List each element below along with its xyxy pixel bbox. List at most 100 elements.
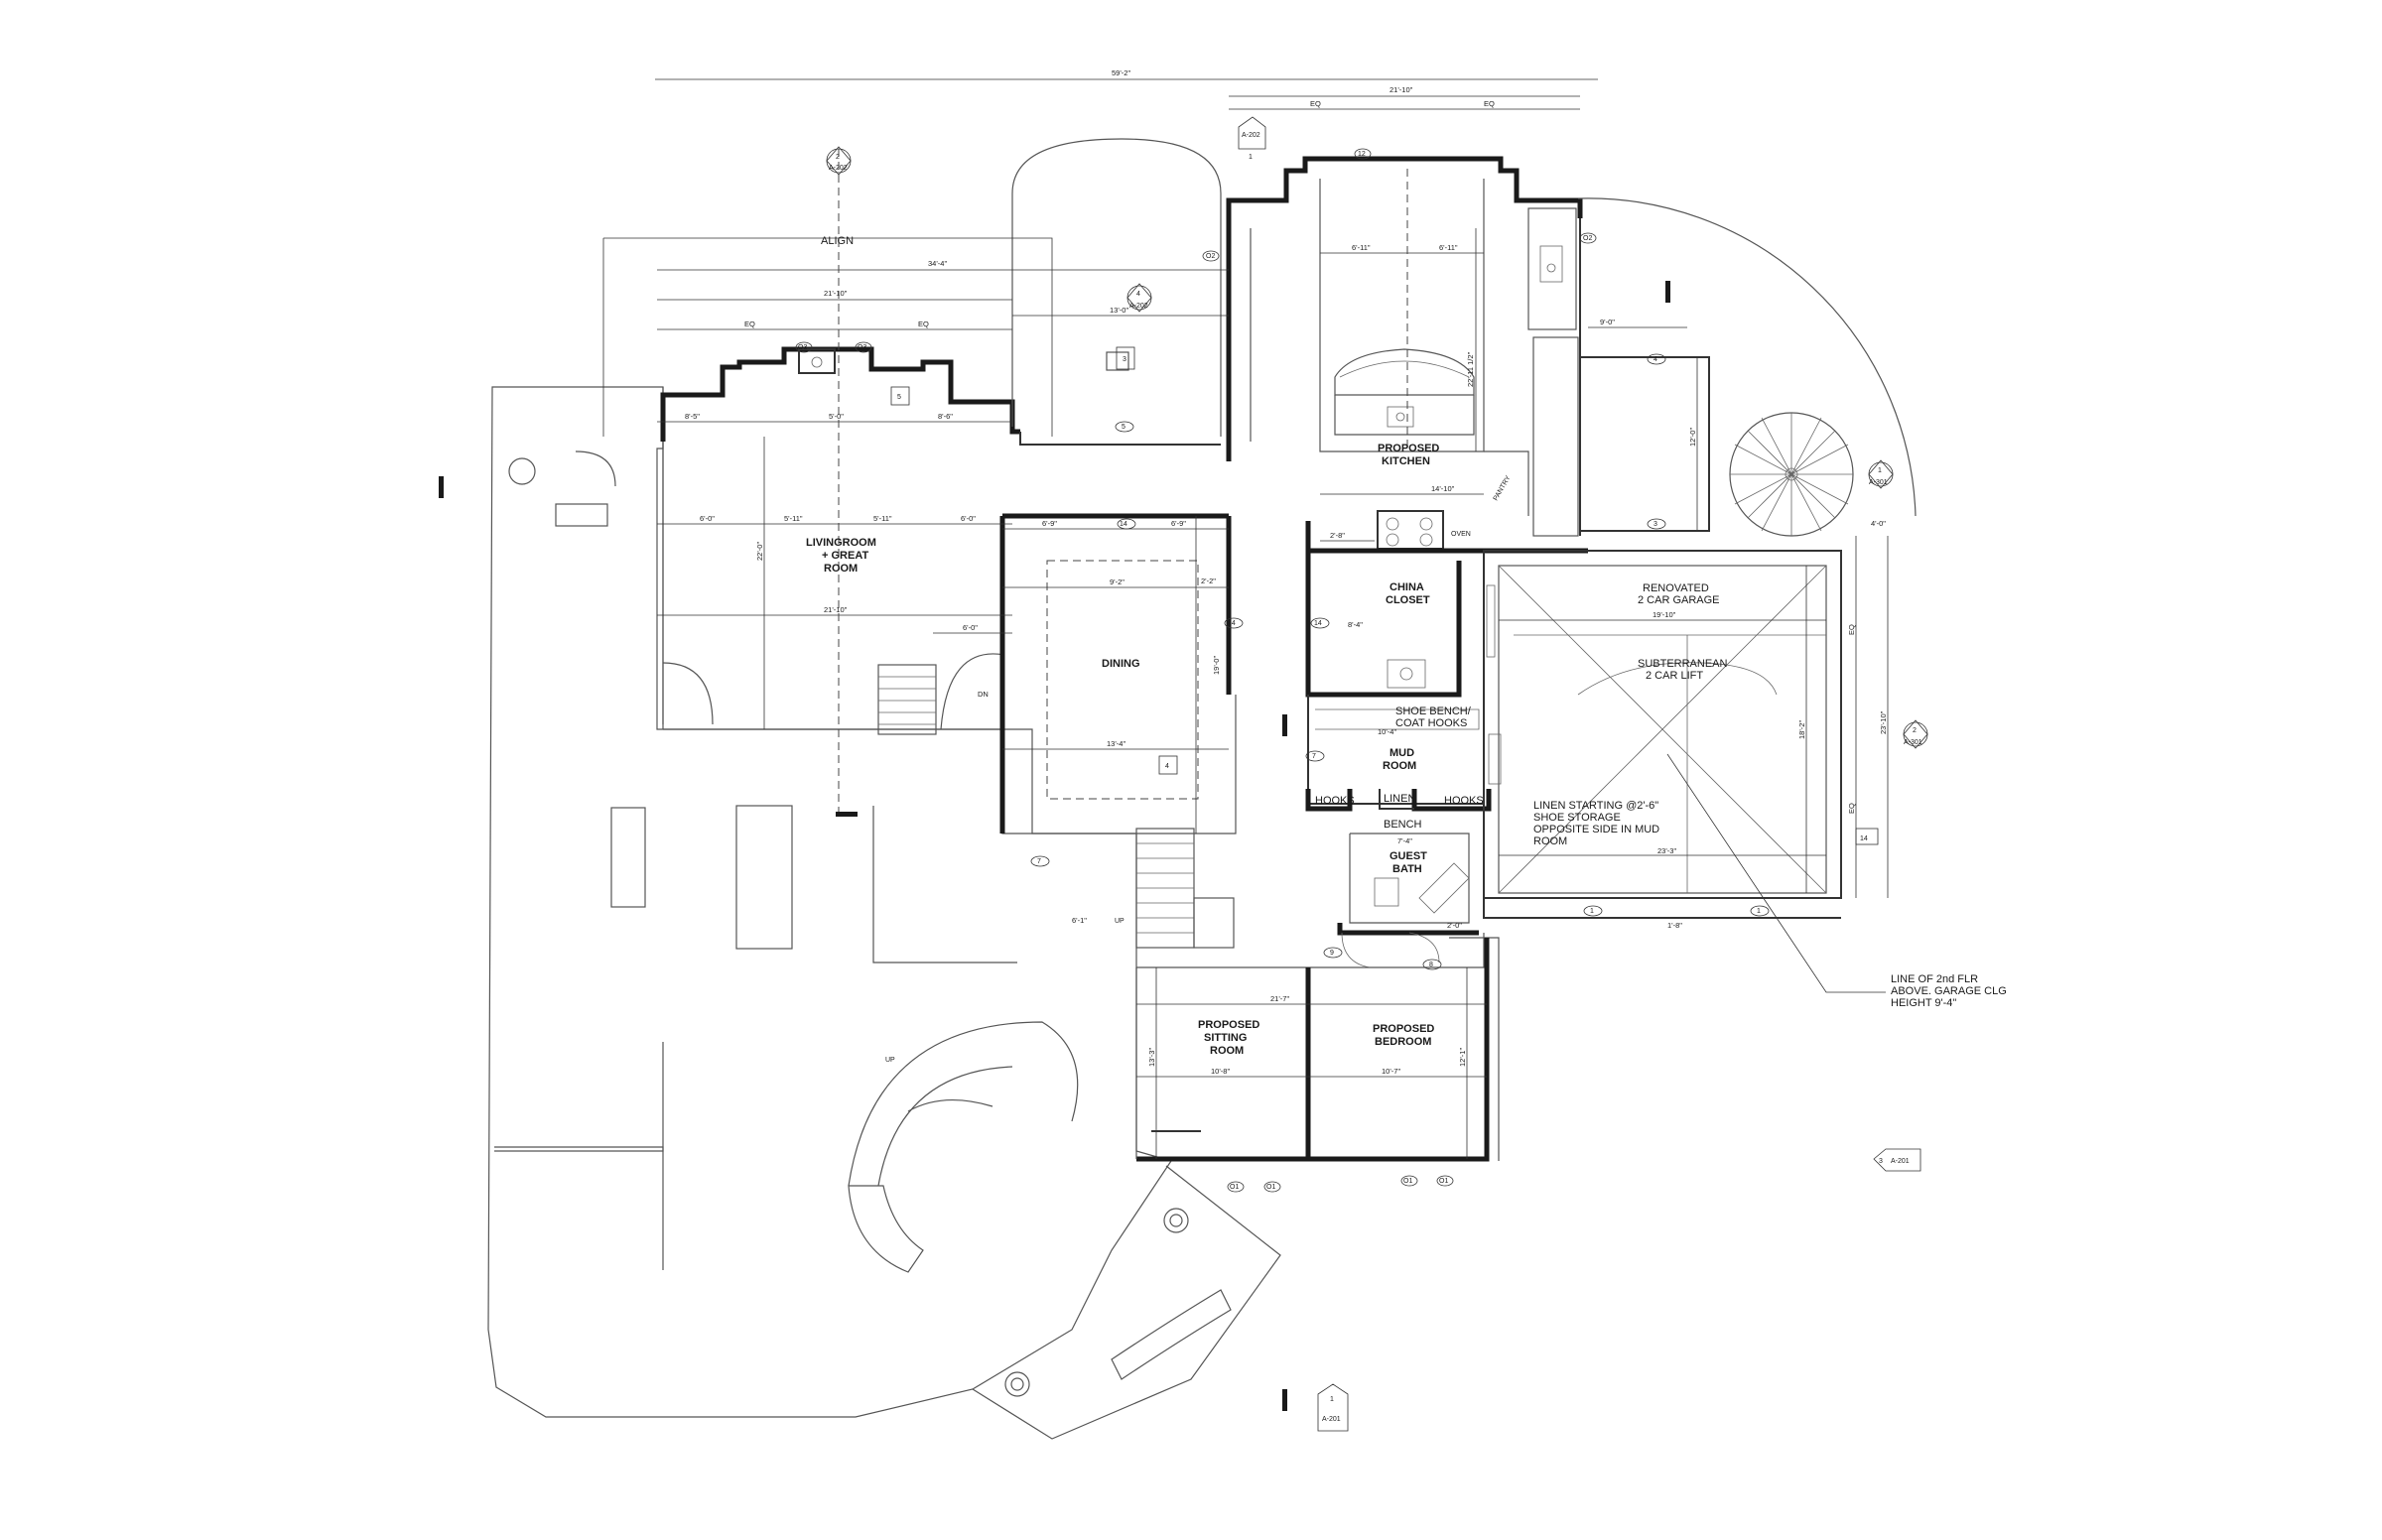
svg-text:COAT HOOKS: COAT HOOKS bbox=[1395, 717, 1467, 729]
svg-text:A-202: A-202 bbox=[829, 165, 848, 172]
svg-text:ROOM: ROOM bbox=[1383, 760, 1416, 772]
svg-text:6'-0": 6'-0" bbox=[963, 623, 978, 632]
svg-text:CLOSET: CLOSET bbox=[1386, 594, 1430, 606]
svg-text:2 CAR GARAGE: 2 CAR GARAGE bbox=[1638, 594, 1720, 606]
svg-text:14'-10": 14'-10" bbox=[1431, 484, 1455, 493]
service-core bbox=[1305, 551, 1500, 1161]
svg-text:LINEN: LINEN bbox=[1384, 793, 1415, 805]
mud-room-label: MUD bbox=[1390, 747, 1414, 759]
svg-text:19'-0": 19'-0" bbox=[1212, 656, 1221, 675]
dimension-strings: 59'-2" 21'-10" EQ EQ 34'-4" 21'-10" 13'-… bbox=[602, 68, 1886, 930]
svg-text:3: 3 bbox=[1654, 521, 1657, 528]
svg-text:1'-8": 1'-8" bbox=[1667, 921, 1682, 930]
svg-text:7: 7 bbox=[1312, 753, 1316, 760]
svg-text:UP: UP bbox=[1115, 918, 1125, 925]
svg-text:19'-10": 19'-10" bbox=[1653, 610, 1676, 619]
svg-text:5'-11": 5'-11" bbox=[784, 514, 803, 523]
svg-text:OVEN: OVEN bbox=[1451, 531, 1471, 538]
svg-text:8'-5": 8'-5" bbox=[685, 412, 700, 421]
garage-label: RENOVATED bbox=[1643, 582, 1709, 594]
living-room-label: LIVINGROOM bbox=[806, 537, 876, 549]
svg-text:O2: O2 bbox=[1206, 253, 1215, 260]
svg-text:3: 3 bbox=[1879, 1158, 1883, 1165]
living-great-room: DN bbox=[660, 346, 1221, 735]
svg-text:4: 4 bbox=[1165, 763, 1169, 770]
svg-text:SHOE STORAGE: SHOE STORAGE bbox=[1533, 812, 1621, 824]
svg-text:O1: O1 bbox=[1439, 1178, 1448, 1185]
car-lift-label: SUBTERRANEAN bbox=[1638, 658, 1728, 670]
svg-text:BATH: BATH bbox=[1392, 863, 1422, 875]
svg-text:21'-7": 21'-7" bbox=[1270, 994, 1289, 1003]
svg-text:14: 14 bbox=[1120, 521, 1127, 528]
svg-text:12: 12 bbox=[1358, 151, 1366, 158]
svg-text:5'-0": 5'-0" bbox=[829, 412, 844, 421]
svg-text:8'-6": 8'-6" bbox=[938, 412, 953, 421]
svg-text:A-202: A-202 bbox=[1129, 303, 1148, 310]
svg-text:8: 8 bbox=[1429, 962, 1433, 968]
svg-text:13'-3": 13'-3" bbox=[1147, 1048, 1156, 1067]
svg-text:6'-9": 6'-9" bbox=[1042, 519, 1057, 528]
kitchen: OVEN PANTRY 6'-11" 6'-11" 14'-10" 22'-11… bbox=[1226, 156, 1588, 556]
svg-text:13'-0": 13'-0" bbox=[1110, 306, 1128, 315]
svg-text:KITCHEN: KITCHEN bbox=[1382, 455, 1430, 467]
svg-text:2 CAR LIFT: 2 CAR LIFT bbox=[1646, 670, 1703, 682]
svg-text:HOOKS: HOOKS bbox=[1444, 795, 1484, 807]
svg-text:SHOE BENCH/: SHOE BENCH/ bbox=[1395, 706, 1472, 717]
svg-text:O1: O1 bbox=[1266, 1184, 1275, 1191]
svg-text:3: 3 bbox=[1123, 356, 1126, 363]
svg-text:6'-0": 6'-0" bbox=[961, 514, 976, 523]
svg-text:21'-10": 21'-10" bbox=[1390, 85, 1413, 94]
svg-text:23'-10": 23'-10" bbox=[1879, 710, 1888, 734]
svg-text:6'-11": 6'-11" bbox=[1352, 243, 1371, 252]
svg-text:4: 4 bbox=[1136, 291, 1140, 298]
svg-text:1: 1 bbox=[1757, 908, 1761, 915]
svg-text:HOOKS: HOOKS bbox=[1315, 795, 1355, 807]
svg-text:23'-3": 23'-3" bbox=[1657, 846, 1676, 855]
spiral-stair bbox=[1577, 197, 1917, 537]
svg-text:SITTING: SITTING bbox=[1204, 1032, 1247, 1044]
svg-text:ROOM: ROOM bbox=[1210, 1045, 1244, 1057]
svg-text:2'-2": 2'-2" bbox=[1201, 577, 1216, 585]
svg-text:LINEN STARTING @2'-6": LINEN STARTING @2'-6" bbox=[1533, 800, 1658, 812]
svg-text:10'-8": 10'-8" bbox=[1211, 1067, 1230, 1076]
svg-text:5: 5 bbox=[1122, 424, 1125, 431]
section-callouts: 2 A-202 4 A-202 A-202 1 1 A-301 2 A-301 … bbox=[439, 116, 1928, 1432]
svg-text:A-301: A-301 bbox=[1869, 479, 1888, 486]
svg-text:ABOVE. GARAGE CLG: ABOVE. GARAGE CLG bbox=[1891, 985, 2007, 997]
svg-text:1: 1 bbox=[1249, 154, 1253, 161]
svg-text:7: 7 bbox=[1037, 858, 1041, 865]
svg-text:BENCH: BENCH bbox=[1384, 819, 1422, 831]
svg-text:EQ: EQ bbox=[918, 320, 929, 328]
dining-room: 9'-2" 13'-4" 19'-0" 6'-1" UP bbox=[999, 513, 1237, 949]
svg-text:1: 1 bbox=[1878, 467, 1882, 474]
svg-text:LINE OF 2nd FLR: LINE OF 2nd FLR bbox=[1891, 973, 1978, 985]
svg-text:EQ: EQ bbox=[1847, 624, 1856, 635]
svg-text:OPPOSITE SIDE IN MUD: OPPOSITE SIDE IN MUD bbox=[1533, 824, 1659, 835]
svg-text:ROOM: ROOM bbox=[1533, 835, 1567, 847]
svg-text:4: 4 bbox=[1654, 356, 1657, 363]
svg-text:O1: O1 bbox=[1230, 1184, 1239, 1191]
svg-text:2: 2 bbox=[1913, 727, 1917, 734]
svg-text:22'-11 1/2": 22'-11 1/2" bbox=[1466, 351, 1475, 387]
room-labels: LIVINGROOM + GREAT ROOM DINING PROPOSED … bbox=[806, 443, 1728, 1057]
svg-text:1: 1 bbox=[1590, 908, 1594, 915]
svg-text:9'-2": 9'-2" bbox=[1110, 578, 1125, 586]
svg-text:O3: O3 bbox=[798, 344, 807, 351]
svg-text:7'-4": 7'-4" bbox=[1397, 836, 1412, 845]
existing-hatched-area: UP bbox=[487, 386, 1281, 1440]
svg-text:9'-0": 9'-0" bbox=[1600, 318, 1615, 326]
svg-text:21'-10": 21'-10" bbox=[824, 605, 848, 614]
svg-text:14: 14 bbox=[1228, 620, 1236, 627]
svg-text:18'-2": 18'-2" bbox=[1797, 720, 1806, 739]
svg-text:O1: O1 bbox=[1403, 1178, 1412, 1185]
svg-text:6'-0": 6'-0" bbox=[700, 514, 715, 523]
dining-label: DINING bbox=[1102, 658, 1140, 670]
svg-text:EQ: EQ bbox=[744, 320, 755, 328]
svg-text:2'-0": 2'-0" bbox=[1447, 921, 1462, 930]
svg-text:DN: DN bbox=[978, 690, 989, 699]
svg-text:9: 9 bbox=[1330, 950, 1334, 957]
svg-text:2'-8": 2'-8" bbox=[1330, 531, 1345, 540]
svg-text:6'-11": 6'-11" bbox=[1439, 243, 1458, 252]
svg-text:14: 14 bbox=[1860, 835, 1868, 842]
svg-text:10'-4": 10'-4" bbox=[1378, 727, 1396, 736]
